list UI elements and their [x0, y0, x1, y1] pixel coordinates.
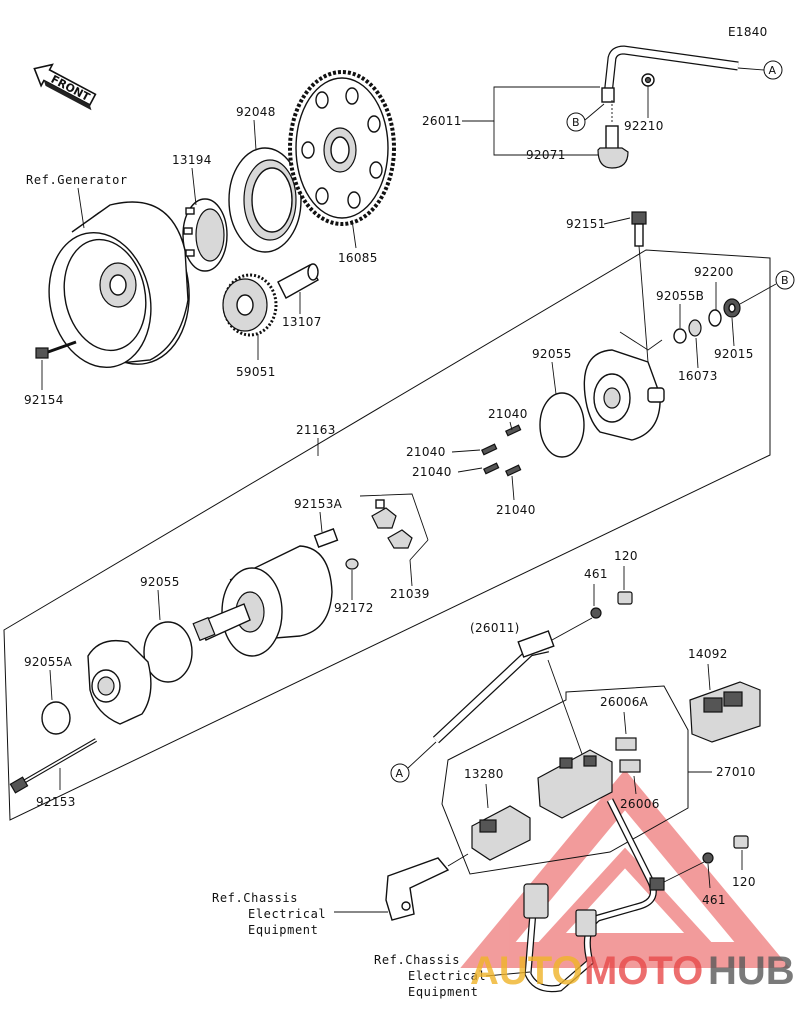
- callout-a-bottom: [390, 763, 410, 783]
- starter-gear-16085: [288, 70, 396, 226]
- label-92200: 92200: [694, 265, 734, 279]
- idle-gear-59051: [222, 273, 278, 337]
- label-27010: 27010: [716, 765, 756, 779]
- screw-92153A: [313, 528, 339, 548]
- label-92153A: 92153A: [294, 497, 343, 511]
- fuse-26006: [619, 759, 641, 773]
- label-13280: 13280: [464, 767, 504, 781]
- ref-chassis-1-line3: Equipment: [248, 923, 318, 937]
- label-92151: 92151: [566, 217, 606, 231]
- label-13194: 13194: [172, 153, 212, 167]
- label-120-top: 120: [614, 549, 638, 563]
- label-16073: 16073: [678, 369, 718, 383]
- ref-chassis-1-line1: Ref.Chassis: [212, 891, 298, 905]
- fuse-26006A: [615, 737, 637, 751]
- label-26011-paren: (26011): [470, 621, 520, 635]
- o-ring-92055-low: [143, 621, 193, 683]
- label-461-top: 461: [584, 567, 608, 581]
- ref-chassis-1-line2: Electrical: [248, 907, 326, 921]
- label-92055A: 92055A: [24, 655, 73, 669]
- watermark-hub: HUB: [708, 949, 795, 993]
- bolt-92154: [35, 340, 77, 359]
- label-13107: 13107: [282, 315, 322, 329]
- callout-b-top-text: B: [572, 116, 580, 129]
- watermark-moto: MOTO: [584, 949, 703, 993]
- label-14092: 14092: [688, 647, 728, 661]
- washers-group: [673, 298, 741, 344]
- label-461-bottom: 461: [702, 893, 726, 907]
- label-92048: 92048: [236, 105, 276, 119]
- label-59051: 59051: [236, 365, 276, 379]
- screw-92172: [345, 558, 359, 570]
- front-cover: [87, 639, 152, 725]
- callout-b-right-text: B: [781, 274, 789, 287]
- label-26011: 26011: [422, 114, 462, 128]
- label-92172: 92172: [334, 601, 374, 615]
- diagram-code: E1840: [728, 25, 768, 39]
- ref-chassis-2-line2: Electrical: [408, 969, 486, 983]
- callout-b-top: [566, 112, 586, 132]
- brush-springs: [481, 424, 522, 477]
- bolt-120-bottom: [733, 835, 749, 849]
- starter-armature: [192, 545, 333, 657]
- ref-chassis-2-line1: Ref.Chassis: [374, 953, 460, 967]
- battery-cable: [523, 798, 665, 993]
- callout-a-bottom-text: A: [396, 767, 404, 780]
- label-92055-low: 92055: [140, 575, 180, 589]
- generator-rotor: [48, 201, 190, 369]
- nut-461-bottom: [702, 852, 714, 864]
- label-26006A: 26006A: [600, 695, 649, 709]
- nut-461-top: [590, 607, 602, 619]
- brush-holder-21039: [371, 499, 413, 549]
- bolt-92151: [631, 211, 647, 247]
- ref-generator: Ref.Generator: [26, 173, 128, 187]
- label-92154: 92154: [24, 393, 64, 407]
- label-92153: 92153: [36, 795, 76, 809]
- label-92015: 92015: [714, 347, 754, 361]
- label-21163: 21163: [296, 423, 336, 437]
- cable-top-assembly: [597, 45, 739, 169]
- label-92071: 92071: [526, 148, 566, 162]
- label-21040-d: 21040: [496, 503, 536, 517]
- label-120-bottom: 120: [732, 875, 756, 889]
- label-21039: 21039: [390, 587, 430, 601]
- rear-cover: [583, 349, 665, 441]
- relay-assembly: [537, 659, 613, 819]
- label-26006: 26006: [620, 797, 660, 811]
- label-21040-c: 21040: [412, 465, 452, 479]
- label-92210: 92210: [624, 119, 664, 133]
- bolt-120-top: [617, 591, 633, 605]
- shaft-13107: [277, 263, 319, 299]
- bracket-ref-chassis: [385, 853, 469, 921]
- ref-chassis-2-line3: Equipment: [408, 985, 478, 999]
- label-21040-a: 21040: [488, 407, 528, 421]
- front-arrow-icon: FRONT: [33, 63, 97, 111]
- o-ring-92055A: [41, 701, 71, 735]
- one-way-clutch-13194: [182, 198, 228, 272]
- cable-26011-lower: [432, 630, 555, 744]
- watermark-logo: [460, 769, 790, 968]
- relay-frame-27010: [441, 685, 689, 875]
- relay-13280: [471, 805, 531, 861]
- label-92055-top: 92055: [532, 347, 572, 361]
- label-16085: 16085: [338, 251, 378, 265]
- watermark-auto: AUTO: [470, 949, 583, 993]
- label-92055B: 92055B: [656, 289, 704, 303]
- clutch-housing-92048: [228, 147, 302, 253]
- callout-a-top-text: A: [769, 64, 777, 77]
- long-bolt-92153: [9, 738, 98, 794]
- watermark-text: AUTO MOTO HUB: [470, 949, 795, 993]
- label-21040-b: 21040: [406, 445, 446, 459]
- fuse-cover-14092: [689, 681, 761, 743]
- o-ring-92055-top: [539, 392, 585, 458]
- callout-b-right: [775, 270, 795, 290]
- starter-frame: [3, 249, 771, 821]
